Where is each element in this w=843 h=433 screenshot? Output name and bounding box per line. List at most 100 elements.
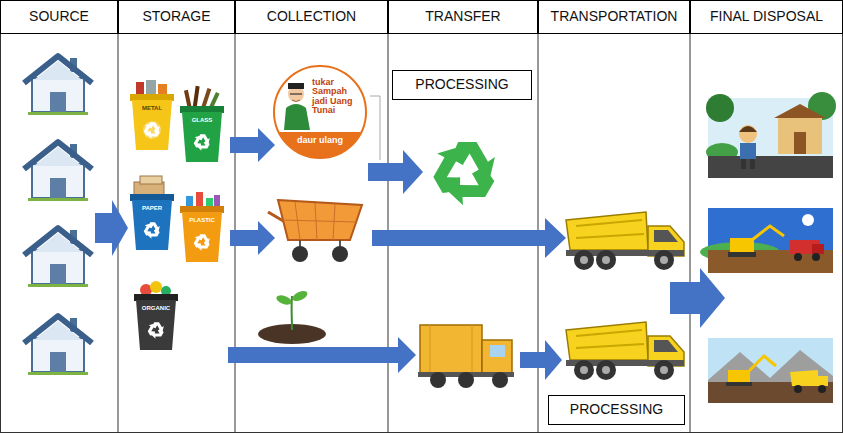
- house-icon: [24, 142, 92, 201]
- column-title: SOURCE: [29, 9, 89, 24]
- man-figure: [284, 83, 310, 130]
- bin-label: PAPER: [132, 205, 172, 211]
- disposal-scene: [730, 238, 754, 252]
- disposal-scene: [794, 253, 802, 261]
- disposal-scene: [726, 382, 752, 386]
- disposal-scene: [748, 356, 776, 372]
- logo-badge: tukar Sampah jadi Uang Tunai daur ulang: [272, 64, 368, 160]
- waste-cart: [333, 204, 335, 240]
- column-title: COLLECTION: [267, 9, 356, 24]
- waste-bin: [132, 200, 172, 250]
- bracket-line: [370, 96, 380, 160]
- disposal-scene: [794, 385, 802, 393]
- waste-bin: [140, 176, 162, 184]
- process-label: PROCESSING: [415, 77, 508, 92]
- flow-arrow: [228, 337, 416, 373]
- bin-label: PLASTIC: [182, 217, 222, 223]
- waste-cart: [268, 200, 362, 262]
- bin-label: GLASS: [182, 117, 222, 123]
- waste-bin: [191, 234, 210, 252]
- column-title: STORAGE: [142, 9, 210, 24]
- box-truck: [430, 372, 446, 388]
- man-figure: [290, 93, 302, 94]
- dump-truck: [566, 212, 684, 270]
- house-icon: [24, 316, 92, 375]
- box-truck: [472, 325, 473, 373]
- disposal-scene: [740, 143, 756, 159]
- disposal-scene: [728, 252, 756, 257]
- waste-bin: [134, 294, 178, 301]
- disposal-scene: [812, 244, 824, 254]
- waste-bin: [191, 134, 210, 152]
- dump-truck: [566, 322, 684, 380]
- waste-bin: [130, 94, 174, 101]
- disposal-scene: [708, 250, 833, 273]
- process-box: PROCESSING: [392, 70, 532, 100]
- waste-bin: [180, 106, 224, 113]
- process-box: PROCESSING: [548, 395, 685, 425]
- disposal-scene: [728, 370, 750, 382]
- waste-bin: [182, 212, 222, 262]
- compost-seedling: [275, 294, 293, 307]
- dump-truck: [566, 212, 684, 380]
- house-icon: [24, 56, 92, 375]
- flow-arrow: [95, 128, 725, 380]
- waste-bin: [150, 281, 162, 293]
- disposal-scene: [812, 253, 820, 261]
- waste-bin: [136, 82, 144, 96]
- flow-arrow: [520, 340, 562, 380]
- disposal-scene: [739, 125, 757, 143]
- flow-arrow: [230, 221, 275, 255]
- table-frame: [538, 0, 539, 433]
- house-icon: [24, 228, 92, 287]
- compost-seedling: [258, 289, 326, 344]
- box-truck: [418, 325, 514, 388]
- box-truck: [482, 340, 512, 373]
- box-truck: [492, 372, 508, 388]
- waste-bin: [182, 112, 222, 162]
- disposal-scene: [708, 338, 833, 403]
- disposal-scene: [790, 370, 818, 386]
- column-header: STORAGE: [118, 0, 235, 34]
- table-frame: [690, 0, 691, 433]
- man-figure: [284, 104, 310, 130]
- disposal-scene: [778, 118, 822, 154]
- flow-arrow: [230, 128, 275, 162]
- waste-bin: [130, 194, 174, 201]
- column-header: FINAL DISPOSAL: [690, 0, 843, 34]
- waste-bin: [180, 206, 224, 213]
- column-header: TRANSPORTATION: [538, 0, 690, 34]
- waste-bin: [136, 300, 176, 350]
- man-figure: [288, 83, 304, 89]
- box-truck: [490, 345, 505, 357]
- disposal-scene: [818, 385, 826, 393]
- box-truck: [420, 325, 482, 373]
- badge-name: daur ulang: [272, 136, 368, 146]
- waste-bin: [146, 80, 156, 96]
- waste-bin: [130, 80, 224, 350]
- waste-cart: [332, 246, 348, 262]
- disposal-scene: [741, 159, 746, 169]
- house-icon: [24, 56, 92, 115]
- waste-bin: [141, 222, 160, 240]
- waste-cart: [292, 246, 308, 262]
- recycle-symbol: [424, 142, 498, 213]
- column-title: FINAL DISPOSAL: [710, 9, 823, 24]
- waste-bin: [132, 100, 172, 150]
- bin-label: ORGANIC: [136, 305, 176, 311]
- box-truck: [458, 372, 474, 388]
- process-label: PROCESSING: [570, 402, 663, 417]
- waste-bin: [145, 322, 164, 340]
- table-frame: [388, 0, 389, 433]
- flow-arrow: [670, 268, 725, 328]
- flow-arrow: [372, 218, 566, 258]
- man-figure: [292, 100, 300, 102]
- badge-slogan: tukar Sampah jadi Uang Tunai: [312, 78, 358, 116]
- column-title: TRANSPORTATION: [551, 9, 678, 24]
- column-header: SOURCE: [0, 0, 118, 34]
- badge-band: [272, 132, 368, 160]
- waste-cart: [278, 200, 362, 240]
